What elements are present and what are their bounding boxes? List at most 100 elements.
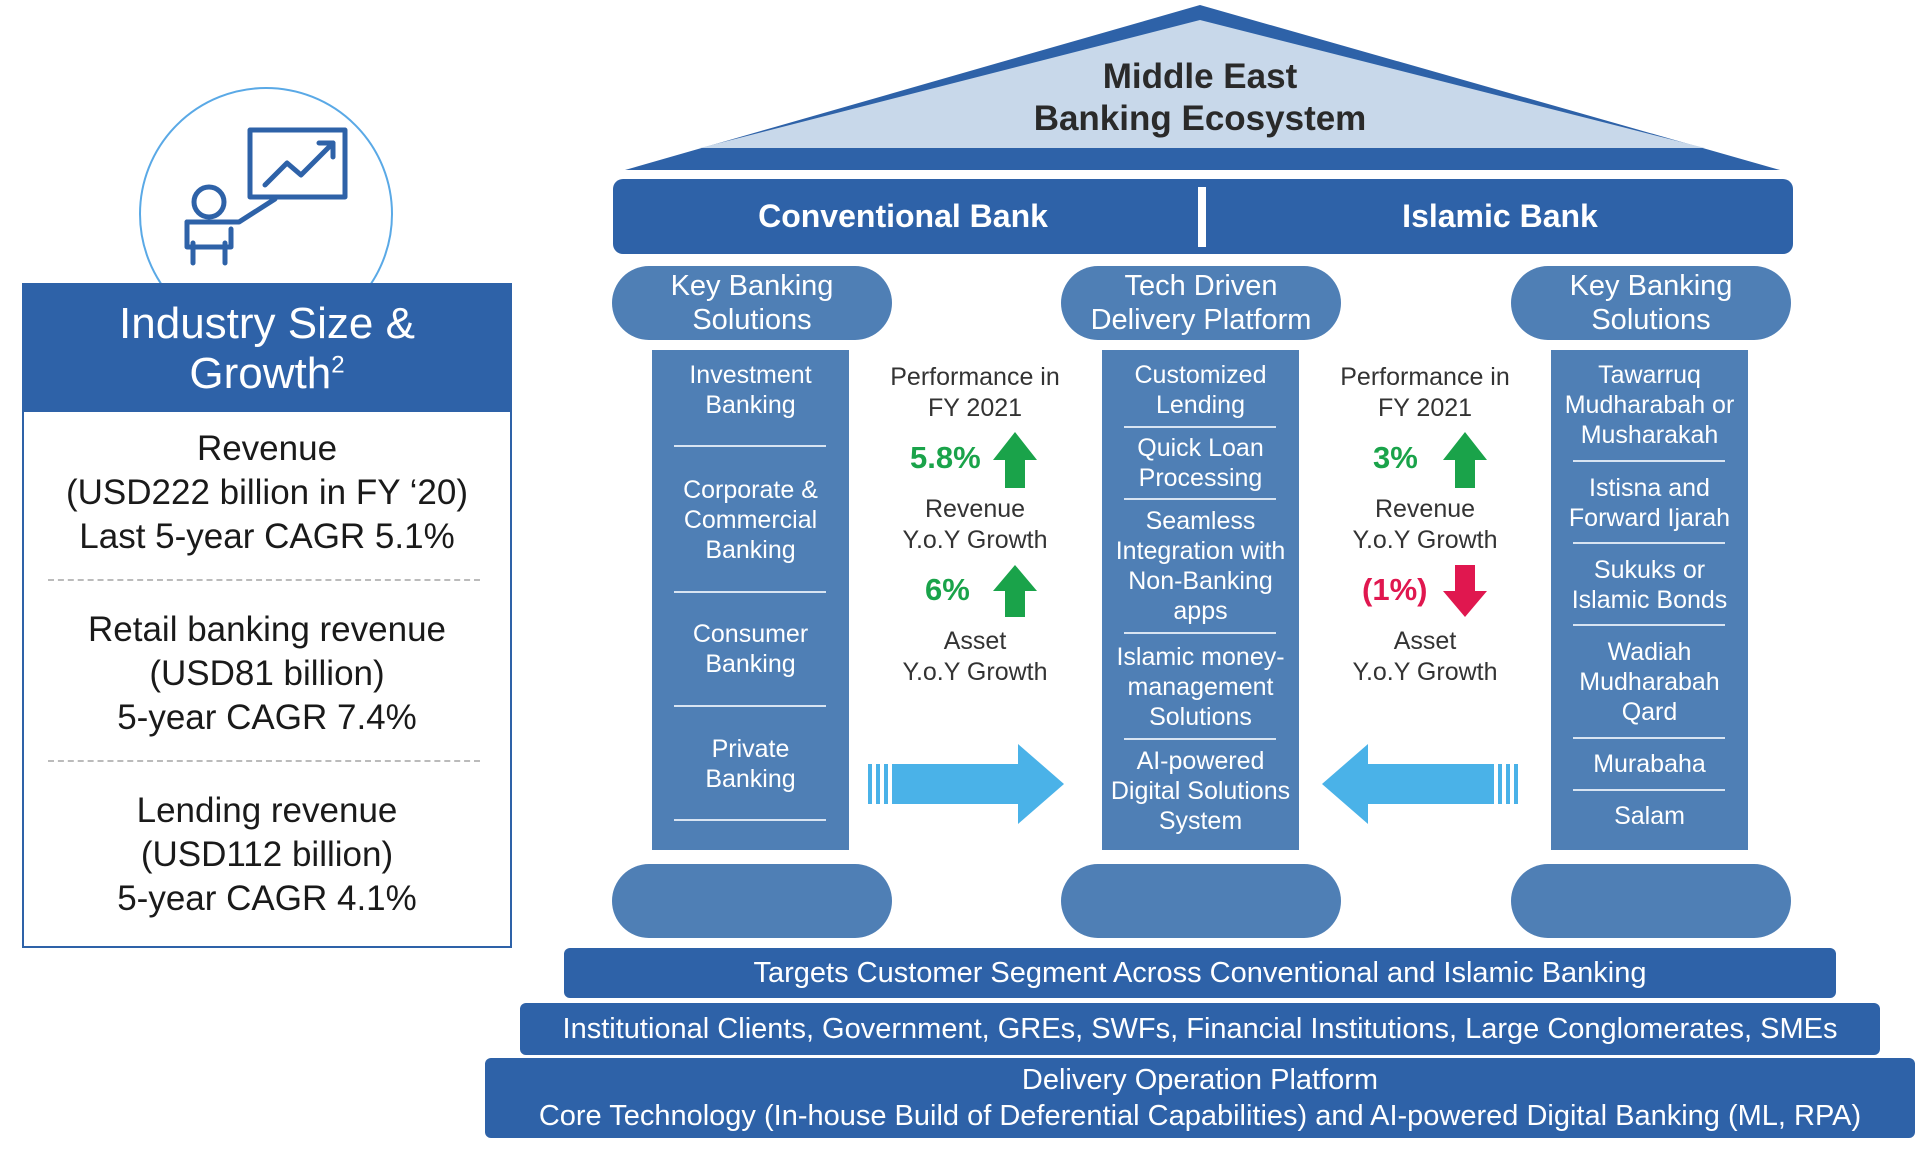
pillar-item-line: Banking [705,536,796,564]
footnote-marker: 2 [331,350,345,378]
asset-growth-label: Asset Y.o.Y Growth [875,626,1075,688]
arrow-down-icon [1443,565,1487,617]
base-right [1511,864,1791,938]
capital-middle: Tech Driven Delivery Platform [1061,266,1341,340]
pillar-item-line: Corporate & [683,476,818,504]
stat-line: 5-year CAGR 4.1% [117,879,417,918]
pillar-middle [1102,350,1299,850]
pillar-left [652,350,849,850]
pillar-item: Investment Banking [652,355,849,425]
title-line1: Industry Size & [119,298,415,348]
performance-title-line: Performance in [1340,363,1510,391]
industry-card-title: Industry Size & Growth2 [24,285,510,412]
base-left [612,864,892,938]
pillar-item-line: Seamless [1145,507,1256,535]
capital-line: Tech Driven [1124,270,1278,302]
pillar-separator [1573,624,1725,626]
capital-left: Key Banking Solutions [612,266,892,340]
pillar-item: Corporate & Commercial Banking [652,470,849,570]
pillar-item: Islamic money- management Solutions [1102,638,1299,736]
asset-growth-label: Asset Y.o.Y Growth [1325,626,1525,688]
pillar-item-line: Processing [1138,464,1263,492]
pillar-item: Sukuks or Islamic Bonds [1551,550,1748,620]
pillar-item-line: Islamic money- [1116,643,1285,671]
pillar-separator [674,705,826,707]
pillar-item-line: Sukuks or [1593,556,1706,584]
pillar-item: Murabaha [1551,744,1748,784]
pillar-item-line: Non-Banking [1128,567,1273,595]
title-line2: Growth2 [189,349,344,399]
divider [48,579,480,581]
perf-label-line: Revenue [924,495,1026,523]
pillar-separator [674,591,826,593]
pillar-item-line: Islamic Bonds [1571,586,1728,614]
arrow-left-icon [1322,744,1518,824]
stat-line: (USD222 billion in FY ‘20) [65,473,469,512]
stat-line: 5-year CAGR 7.4% [117,698,417,737]
revenue-growth-value: 5.8% [910,440,981,475]
pillar-separator [674,819,826,821]
stat-retail-banking: Retail banking revenue (USD81 billion) 5… [24,608,510,740]
pillar-item-line: Investment [689,361,812,389]
divider [48,760,480,762]
arrow-up-icon [993,432,1037,488]
pillar-item-line: Qard [1621,698,1678,726]
targets-band: Targets Customer Segment Across Conventi… [564,948,1836,998]
pillar-item-line: Banking [705,765,796,793]
arrow-right-icon [868,744,1064,824]
roof [625,5,1780,170]
capital-line: Solutions [692,304,812,336]
stat-line: Revenue [196,429,338,468]
capital-line: Key Banking [670,270,834,302]
pillar-separator [1573,737,1725,739]
pillar-separator [1573,542,1725,544]
perf-label-line: Revenue [1374,495,1476,523]
pillar-item-line: Solutions [1149,703,1252,731]
pillar-item-line: AI-powered [1136,747,1265,775]
stat-line: Last 5-year CAGR 5.1% [79,517,455,556]
performance-title-line: FY 2021 [1377,394,1473,422]
stat-lending: Lending revenue (USD112 billion) 5-year … [24,789,510,921]
roof-line: Middle East [1102,57,1298,96]
pillar-item: Quick Loan Processing [1102,429,1299,497]
pillar-item-line: Forward Ijarah [1568,504,1731,532]
revenue-growth-label: Revenue Y.o.Y Growth [1325,494,1525,556]
arrow-up-icon [993,565,1037,617]
pillar-item-line: Mudharabah or [1564,391,1735,419]
stat-line: Lending revenue [136,791,398,830]
pillar-item-line: Murabaha [1593,750,1706,778]
pillar-item: Customized Lending [1102,356,1299,424]
pillar-item-line: apps [1173,597,1228,625]
pillar-item-line: Wadiah [1607,638,1692,666]
pillar-item: AI-powered Digital Solutions System [1102,742,1299,840]
perf-label-line: Asset [943,627,1007,655]
roof-line: Banking Ecosystem [1033,99,1367,138]
stat-line: (USD81 billion) [149,654,385,693]
pillar-separator [1573,460,1725,462]
performance-title: Performance in FY 2021 [1325,362,1525,424]
perf-label-line: Y.o.Y Growth [902,526,1048,554]
base-middle [1061,864,1341,938]
islamic-bank-label: Islamic Bank [1402,198,1598,234]
stat-line: Retail banking revenue [87,610,446,649]
conventional-bank-label: Conventional Bank [758,198,1048,234]
pillar-item-line: Integration with [1115,537,1286,565]
pillar-item: Seamless Integration with Non-Banking ap… [1102,502,1299,630]
pillar-item-line: Istisna and [1589,474,1710,502]
stat-line: (USD112 billion) [140,835,394,874]
pillar-item-line: management [1127,673,1274,701]
band-line: Core Technology (In-house Build of Defer… [538,1100,1862,1132]
pillar-item-line: Salam [1614,802,1685,830]
asset-growth-value: 6% [925,572,970,607]
capital-line: Delivery Platform [1090,304,1312,336]
pillar-right [1551,350,1748,850]
capital-line: Solutions [1591,304,1711,336]
pillar-item-line: Banking [705,391,796,419]
beam-divider [1198,187,1206,247]
revenue-growth-label: Revenue Y.o.Y Growth [875,494,1075,556]
performance-title: Performance in FY 2021 [875,362,1075,424]
pillar-separator [1124,738,1276,740]
pillar-item: Consumer Banking [652,614,849,684]
revenue-growth-value: 3% [1373,440,1418,475]
perf-label-line: Y.o.Y Growth [1352,526,1498,554]
